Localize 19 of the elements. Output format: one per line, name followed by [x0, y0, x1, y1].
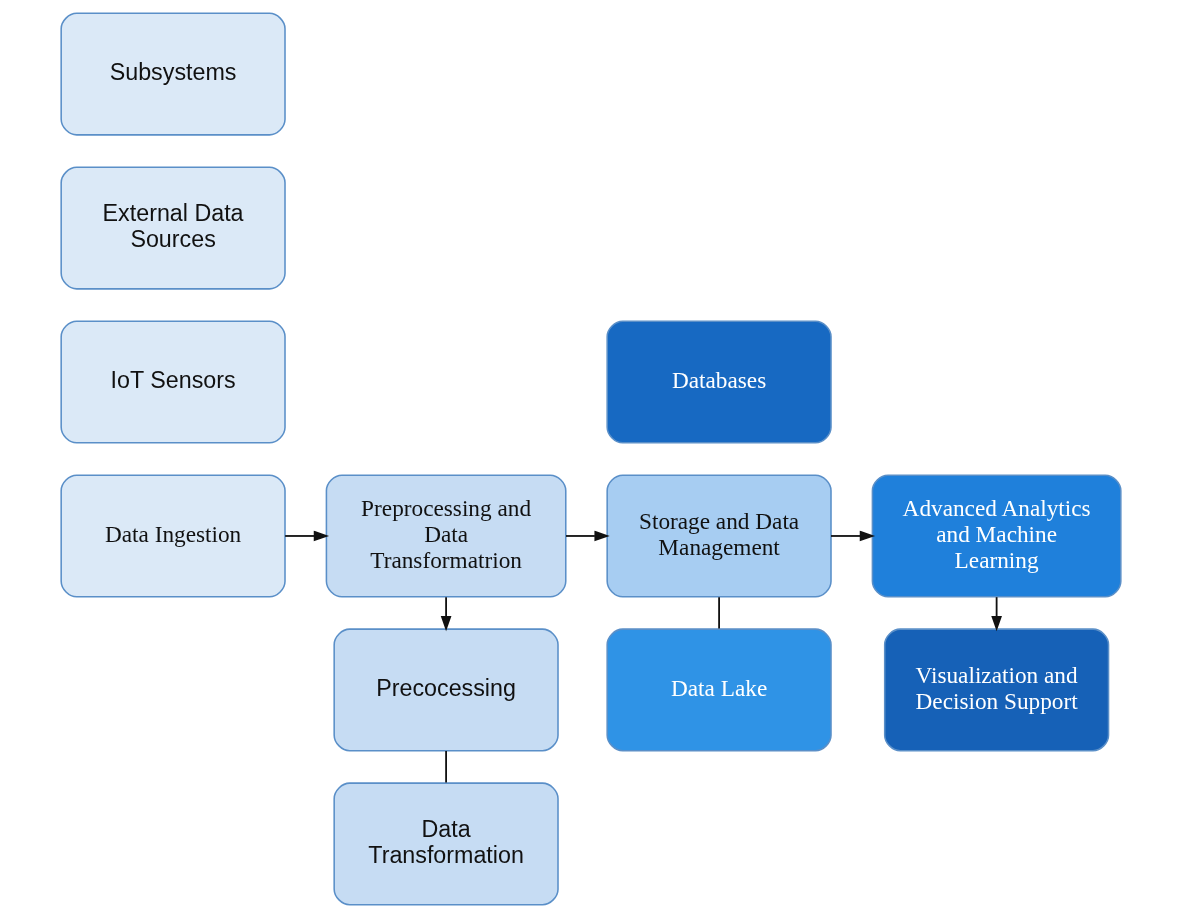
arrow: [830, 530, 876, 542]
node-box: Preprocessing and Data Transformatrion: [325, 474, 567, 598]
node-box: Advanced Analytics and Machine Learning: [871, 474, 1122, 598]
node-box: Data Ingestion: [60, 474, 286, 598]
node-box: Subsystems: [60, 12, 286, 136]
connector: [445, 750, 447, 784]
arrow: [565, 530, 610, 542]
node-box: Data Transformation: [333, 782, 559, 906]
node-box: Databases: [606, 320, 832, 444]
node-box: Storage and Data Management: [606, 474, 832, 598]
node-box: IoT Sensors: [60, 320, 286, 444]
arrow: [440, 596, 452, 632]
node-box: External Data Sources: [60, 166, 286, 290]
node-box: Visualization and Decision Support: [883, 628, 1110, 752]
arrow: [284, 530, 330, 542]
connector: [718, 596, 720, 630]
node-box: Precocessing: [333, 628, 559, 752]
arrow: [991, 596, 1002, 632]
node-box: Data Lake: [606, 628, 832, 752]
